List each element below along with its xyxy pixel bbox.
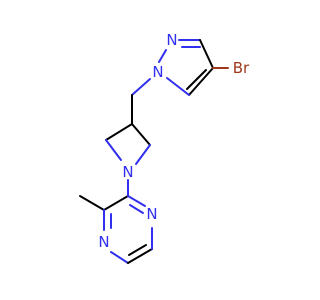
bond-azetidine-c4-n <box>135 144 151 165</box>
bond-pyrazine-n1-c2-double <box>129 204 144 214</box>
bond-c5-n1 <box>166 77 190 96</box>
molecule-structure-diagram: N N Br N N N <box>79 31 250 264</box>
bond-c4-c5-double <box>186 69 207 90</box>
atom-label-pyrazine-n4: N <box>98 233 109 251</box>
atom-label-pyrazine-n1: N <box>146 205 157 223</box>
bond-azetidine-c2-n <box>105 139 122 161</box>
bond-pyrazine-c3-methyl <box>79 195 105 211</box>
bond-pyrazine-n4-c5 <box>110 251 129 264</box>
atom-label-bromine: Br <box>233 59 250 77</box>
bond-c4-c5 <box>188 67 214 96</box>
bond-pyrazine-n1-c2 <box>127 195 146 207</box>
bond-n1-ch2 <box>131 78 151 96</box>
atom-label-pyrazole-n1: N <box>152 63 163 81</box>
bond-pyrazine-c5-c6-double <box>128 244 147 256</box>
bond-c3-c4 <box>199 39 214 69</box>
bond-pyrazine-c2-c3 <box>103 195 129 211</box>
bond-azetidine-c3-c4 <box>131 123 151 146</box>
atom-label-pyrazole-n2: N <box>166 31 177 49</box>
bond-pyrazine-c5-c6 <box>127 248 153 264</box>
bond-n1-n2 <box>158 49 167 63</box>
bond-azetidine-c3-c2 <box>105 123 133 141</box>
atom-label-azetidine-n: N <box>122 163 133 181</box>
